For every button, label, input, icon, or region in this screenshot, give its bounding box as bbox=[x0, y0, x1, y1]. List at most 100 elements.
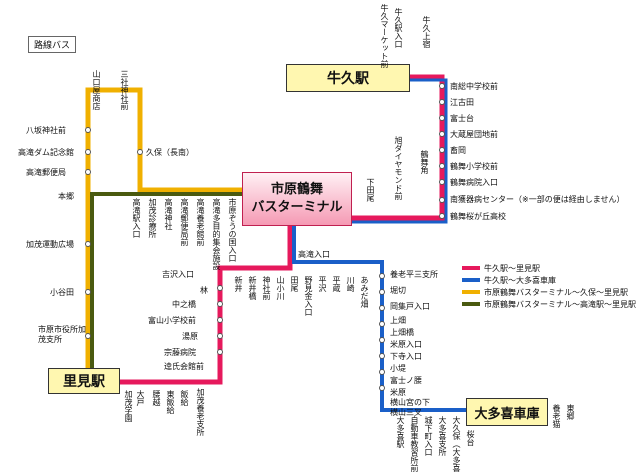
stop-label: 加茂学園 bbox=[124, 390, 133, 422]
stop-label: 富士台 bbox=[450, 114, 474, 123]
stop-label: 畜岡 bbox=[450, 146, 466, 155]
stop-label: 岡集戸入口 bbox=[390, 302, 430, 311]
stop-label: 加茂養老支所 bbox=[196, 388, 205, 436]
terminal-name-line1: 市原鶴舞 bbox=[270, 182, 323, 197]
stop-label: 腰越 bbox=[152, 390, 161, 406]
station-otaki-depot[interactable]: 大多喜車庫 bbox=[466, 398, 548, 426]
stop-label: 上畑橋 bbox=[390, 328, 414, 337]
stop-label: 八坂神社前 bbox=[26, 126, 66, 135]
legend-item: 牛久駅〜里見駅 bbox=[462, 262, 636, 274]
stop-label: 江古田 bbox=[450, 98, 474, 107]
stop-label: 旭ダイヤモンド前 bbox=[394, 136, 403, 200]
stop-label: 田尾 bbox=[290, 276, 299, 292]
stop-label: 鶴舞病院入口 bbox=[450, 178, 498, 187]
stop-label: 下寺入口 bbox=[390, 352, 422, 361]
stop-label: 野見金入口 bbox=[304, 276, 313, 316]
stop-label: 大多喜駅 bbox=[396, 416, 405, 448]
route-terminal-takataki-satomi bbox=[90, 192, 244, 370]
stop-label: 米原入口 bbox=[390, 340, 422, 349]
stop-label: 中之橋 bbox=[172, 300, 196, 309]
stop-label: 南総中学校前 bbox=[450, 82, 498, 91]
stop-label: 高滝養老館前 bbox=[196, 198, 205, 246]
stop-label: 大戸 bbox=[136, 390, 145, 406]
stop-label: 山小川 bbox=[276, 276, 285, 300]
stop-label: 神社前 bbox=[262, 276, 271, 300]
stop-markers bbox=[85, 83, 445, 391]
stop-label: 南獲器病センター（※一部の便は経由しません） bbox=[450, 195, 625, 204]
legend-item: 市原鶴舞バスターミナル〜久保〜里見駅 bbox=[462, 286, 636, 298]
legend-item: 市原鶴舞バスターミナル〜高滝駅〜里見駅 bbox=[462, 298, 636, 310]
route-ushiku-satomi-south bbox=[112, 226, 293, 385]
terminal-ichihara-tsurumai[interactable]: 市原鶴舞 バスターミナル bbox=[242, 172, 352, 226]
stop-label: 久保（長南） bbox=[146, 148, 194, 157]
stop-label: 高滝郵便局 bbox=[26, 168, 66, 177]
route-terminal-kubo-satomi bbox=[85, 87, 244, 370]
stop-label: 上畑 bbox=[390, 316, 406, 325]
stop-label: 高滝駅入口 bbox=[132, 198, 141, 238]
station-ushiku[interactable]: 牛久駅 bbox=[286, 64, 410, 92]
stop-label: 高滝多目的集会施設 bbox=[212, 198, 221, 270]
legend: 牛久駅〜里見駅 牛久駅〜大多喜車庫 市原鶴舞バスターミナル〜久保〜里見駅 市原鶴… bbox=[462, 262, 636, 310]
stop-label: 鶴舞小学校前 bbox=[450, 162, 498, 171]
map-title: 路線バス bbox=[28, 36, 77, 53]
stop-label: 横山宮の下 bbox=[390, 398, 430, 407]
stop-label: 下田尾 bbox=[366, 178, 375, 202]
stop-label: 鶴舞桜が丘高校 bbox=[450, 212, 506, 221]
stop-label: 山口屋商店 bbox=[92, 70, 101, 110]
legend-swatch bbox=[462, 278, 480, 282]
legend-swatch bbox=[462, 290, 480, 294]
station-satomi[interactable]: 里見駅 bbox=[48, 368, 120, 394]
stop-label: 高滝入口 bbox=[298, 250, 330, 259]
stop-label: 富山小学校前 bbox=[148, 316, 196, 325]
stop-label: 市原市役所加茂支所 bbox=[38, 325, 86, 344]
stop-label: 宗藤病院 bbox=[164, 348, 196, 357]
terminal-name-line2: バスターミナル bbox=[251, 200, 343, 215]
stop-label: 加茂運動広場 bbox=[26, 240, 74, 249]
stop-label: 鶴舞角 bbox=[420, 150, 429, 174]
legend-swatch bbox=[462, 302, 480, 306]
stop-label: 三社神社前 bbox=[120, 70, 129, 110]
stop-label: 東郷 bbox=[566, 404, 575, 420]
stop-label: 横山三叉 bbox=[390, 408, 422, 417]
stop-label: 高滝神社 bbox=[164, 198, 173, 230]
stop-label: 養老猫 bbox=[552, 404, 561, 428]
stop-label: 養老平三支所 bbox=[390, 270, 438, 279]
stop-label: 高滝郵便局前 bbox=[180, 198, 189, 246]
stop-label: 林 bbox=[200, 286, 208, 295]
stop-label: 自動車教習所前 bbox=[410, 416, 419, 472]
stop-label: 大多喜支所 bbox=[438, 416, 447, 456]
stop-label: 逵氏会館前 bbox=[164, 362, 204, 371]
stop-label: 牛久上宿 bbox=[422, 16, 431, 48]
stop-label: 市原ぞうの国入口 bbox=[228, 198, 237, 262]
stop-label: 大蔵屋団地前 bbox=[450, 130, 498, 139]
stop-label: 湯原 bbox=[182, 332, 198, 341]
legend-label: 牛久駅〜里見駅 bbox=[484, 263, 540, 273]
stop-label: 大久保（大多喜） bbox=[452, 416, 461, 472]
stop-label: 東飯給 bbox=[166, 390, 175, 414]
stop-label: 平沢 bbox=[318, 276, 327, 292]
legend-swatch bbox=[462, 266, 480, 270]
stop-label: 高滝ダム記念館 bbox=[18, 148, 74, 157]
stop-label: 牛久駅入口 bbox=[394, 8, 403, 48]
legend-label: 市原鶴舞バスターミナル〜高滝駅〜里見駅 bbox=[484, 299, 636, 309]
stop-label: 小堤 bbox=[390, 364, 406, 373]
stop-label: 牛久マーケット前 bbox=[380, 4, 389, 68]
stop-label: 平蔵 bbox=[332, 276, 341, 292]
legend-item: 牛久駅〜大多喜車庫 bbox=[462, 274, 636, 286]
legend-label: 市原鶴舞バスターミナル〜久保〜里見駅 bbox=[484, 287, 628, 297]
stop-label: あみだ畑 bbox=[360, 276, 369, 308]
stop-label: 新井 bbox=[234, 276, 243, 292]
stop-label: 加茂診療所 bbox=[148, 198, 157, 238]
legend-label: 牛久駅〜大多喜車庫 bbox=[484, 275, 556, 285]
route-ushiku-otaki-south bbox=[292, 226, 466, 412]
stop-label: 吉沢入口 bbox=[162, 270, 194, 279]
route-ushiku-otaki-north bbox=[350, 78, 448, 224]
stop-label: 小谷田 bbox=[50, 288, 74, 297]
stop-label: 富士ノ腰 bbox=[390, 376, 422, 385]
stop-label: 堀切 bbox=[390, 286, 406, 295]
stop-label: 城下町入口 bbox=[424, 416, 433, 456]
stop-label: 桜台 bbox=[466, 430, 475, 446]
stop-label: 本郷 bbox=[58, 192, 74, 201]
